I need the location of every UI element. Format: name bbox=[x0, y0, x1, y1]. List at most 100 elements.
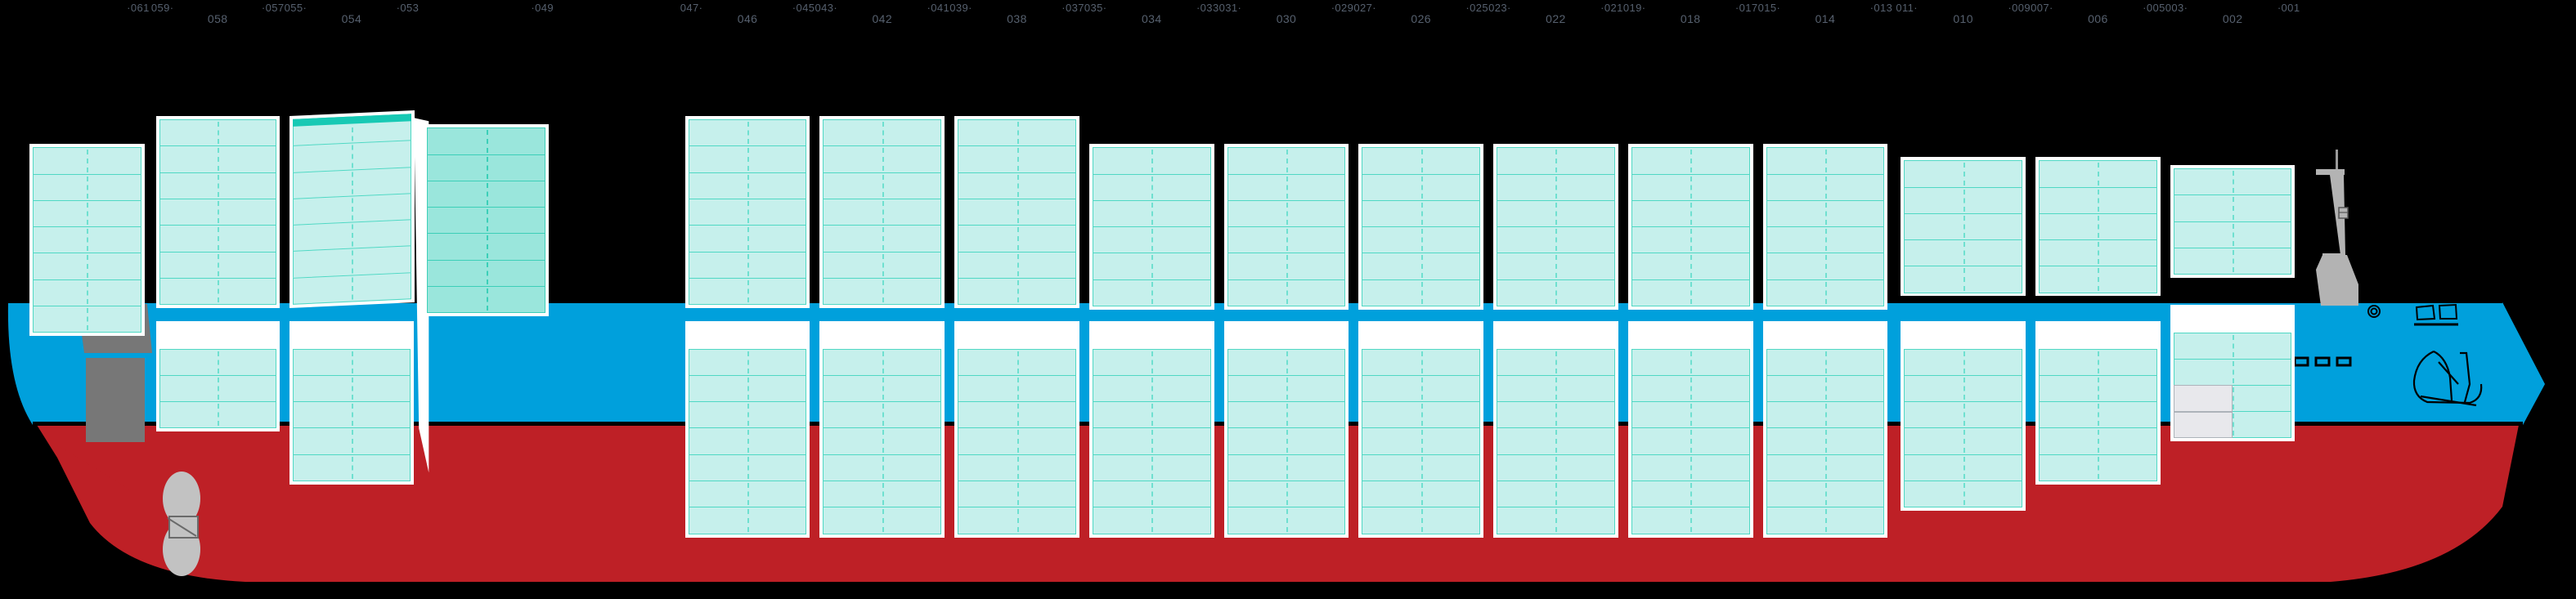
container-slot[interactable] bbox=[688, 427, 807, 454]
hold-022[interactable] bbox=[1493, 320, 1618, 538]
container-slot[interactable] bbox=[823, 225, 942, 252]
bay-label-group-13[interactable]: 011·010·009 bbox=[1896, 0, 2030, 33]
container-slot[interactable] bbox=[1631, 481, 1750, 507]
container-slot[interactable] bbox=[1497, 173, 1615, 200]
container-slot[interactable] bbox=[2039, 348, 2157, 375]
container-slot[interactable] bbox=[1904, 239, 2022, 266]
bay-054[interactable] bbox=[289, 110, 415, 309]
container-slot[interactable] bbox=[1362, 253, 1481, 279]
container-slot[interactable] bbox=[1092, 199, 1211, 227]
container-slot[interactable] bbox=[1227, 507, 1346, 534]
container-slot[interactable] bbox=[2039, 186, 2157, 213]
hold-018[interactable] bbox=[1627, 320, 1753, 538]
container-slot[interactable] bbox=[1362, 507, 1481, 534]
container-slot[interactable] bbox=[159, 119, 276, 146]
container-slot[interactable] bbox=[1904, 480, 2022, 508]
container-slot[interactable] bbox=[688, 507, 807, 534]
container-slot[interactable] bbox=[1766, 279, 1885, 306]
bay-label-group-14[interactable]: 007·006·005 bbox=[2031, 0, 2165, 33]
container-slot[interactable] bbox=[2039, 427, 2157, 454]
container-slot[interactable] bbox=[2039, 239, 2157, 266]
container-slot[interactable] bbox=[958, 507, 1076, 534]
container-slot[interactable] bbox=[33, 147, 141, 174]
bay-label-group-11[interactable]: 019·018·017 bbox=[1623, 0, 1757, 33]
container-slot[interactable] bbox=[1227, 348, 1346, 375]
container-slot[interactable] bbox=[1227, 253, 1346, 279]
container-slot[interactable] bbox=[1631, 199, 1750, 227]
hold-026[interactable] bbox=[1358, 320, 1484, 538]
container-slot[interactable] bbox=[292, 401, 411, 428]
bay-label-group-12[interactable]: 015·014·013 bbox=[1758, 0, 1892, 33]
container-slot[interactable] bbox=[1631, 253, 1750, 279]
container-slot[interactable] bbox=[1631, 226, 1750, 253]
container-slot[interactable] bbox=[1362, 374, 1481, 402]
bay-022[interactable] bbox=[1493, 144, 1618, 310]
container-slot[interactable] bbox=[33, 306, 141, 333]
container-slot[interactable] bbox=[427, 127, 545, 154]
container-slot[interactable] bbox=[1631, 374, 1750, 402]
container-slot[interactable] bbox=[159, 400, 276, 428]
container-slot[interactable] bbox=[1766, 226, 1885, 253]
container-slot[interactable] bbox=[1904, 374, 2022, 402]
bay-label-group-0[interactable]: ·061 bbox=[29, 0, 149, 33]
container-slot[interactable] bbox=[2039, 401, 2157, 428]
bay-006[interactable] bbox=[2035, 157, 2161, 297]
container-slot[interactable] bbox=[159, 145, 276, 172]
container-slot[interactable] bbox=[823, 172, 942, 199]
container-slot[interactable] bbox=[1904, 348, 2022, 375]
container-slot[interactable] bbox=[1631, 173, 1750, 200]
container-slot[interactable] bbox=[1092, 374, 1211, 402]
container-slot[interactable] bbox=[2173, 221, 2292, 248]
container-slot[interactable] bbox=[688, 481, 807, 507]
container-slot[interactable] bbox=[1362, 147, 1481, 174]
container-slot[interactable] bbox=[2039, 266, 2157, 293]
bay-042[interactable] bbox=[819, 116, 945, 309]
container-slot[interactable] bbox=[688, 374, 807, 402]
bay-label-group-10[interactable]: 023·022·021 bbox=[1488, 0, 1622, 33]
container-slot[interactable] bbox=[1227, 454, 1346, 481]
container-slot[interactable] bbox=[2173, 247, 2292, 275]
container-slot[interactable] bbox=[1497, 374, 1615, 402]
container-slot[interactable] bbox=[688, 172, 807, 199]
container-slot[interactable] bbox=[1092, 481, 1211, 507]
container-slot[interactable] bbox=[958, 454, 1076, 481]
container-slot[interactable] bbox=[427, 233, 545, 260]
hold-054[interactable] bbox=[289, 320, 415, 485]
container-slot[interactable] bbox=[1227, 427, 1346, 454]
container-slot[interactable] bbox=[1766, 454, 1885, 481]
container-slot[interactable] bbox=[1362, 427, 1481, 454]
container-slot[interactable] bbox=[1362, 454, 1481, 481]
container-slot[interactable] bbox=[2039, 160, 2157, 187]
container-slot[interactable] bbox=[1904, 454, 2022, 481]
container-slot[interactable] bbox=[1362, 401, 1481, 428]
container-slot[interactable] bbox=[1631, 427, 1750, 454]
container-slot[interactable] bbox=[823, 454, 942, 481]
container-slot[interactable] bbox=[1904, 427, 2022, 454]
container-slot[interactable] bbox=[1631, 348, 1750, 375]
bay-002[interactable] bbox=[2170, 165, 2296, 279]
container-slot[interactable] bbox=[1227, 401, 1346, 428]
container-slot[interactable] bbox=[159, 172, 276, 199]
container-slot[interactable] bbox=[823, 251, 942, 278]
container-slot[interactable] bbox=[33, 199, 141, 227]
container-slot[interactable] bbox=[823, 401, 942, 428]
container-slot[interactable] bbox=[1631, 401, 1750, 428]
hold-014[interactable] bbox=[1762, 320, 1888, 538]
container-slot[interactable] bbox=[2039, 374, 2157, 402]
container-slot[interactable] bbox=[1362, 279, 1481, 306]
container-slot[interactable] bbox=[958, 119, 1076, 146]
hold-030[interactable] bbox=[1223, 320, 1349, 538]
container-slot[interactable] bbox=[1904, 401, 2022, 428]
container-slot[interactable] bbox=[1904, 160, 2022, 187]
container-slot[interactable] bbox=[1497, 279, 1615, 306]
container-slot[interactable] bbox=[2039, 212, 2157, 239]
container-slot[interactable] bbox=[958, 348, 1076, 375]
hold-006[interactable] bbox=[2035, 320, 2161, 485]
container-slot[interactable] bbox=[292, 427, 411, 454]
container-slot[interactable] bbox=[2173, 358, 2292, 385]
container-slot[interactable] bbox=[1904, 266, 2022, 293]
container-slot[interactable] bbox=[688, 145, 807, 172]
container-slot[interactable] bbox=[1092, 173, 1211, 200]
container-slot[interactable] bbox=[2039, 454, 2157, 481]
container-slot[interactable] bbox=[823, 145, 942, 172]
